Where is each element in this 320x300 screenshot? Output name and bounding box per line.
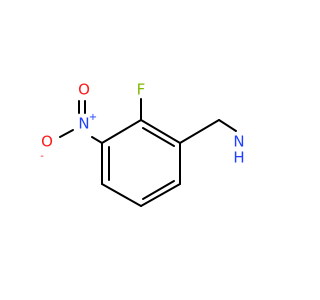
benzene-ring — [101, 119, 181, 207]
atom-amine-n: N — [233, 133, 244, 151]
bond-ring-ch2 — [179, 119, 220, 144]
structure-diagram: F N + O O - N H — [40, 81, 245, 207]
atom-nitro-n: N — [78, 115, 89, 133]
bond-ch2-n — [218, 119, 237, 132]
bond-ring-double-c1-c2 — [142, 127, 175, 147]
bond-c-nitro — [91, 136, 103, 144]
bond-ring-c4-c5 — [101, 183, 142, 207]
atom-nitro-o-top: O — [78, 81, 90, 99]
bond-ring-c3-c4 — [140, 183, 181, 207]
bond-ring-c1-c2 — [140, 119, 181, 144]
bond-ring-double-c3-c4 — [142, 180, 175, 200]
charge-nitro-o-left: - — [40, 151, 44, 162]
charge-nitro-n: + — [89, 112, 97, 123]
bond-ring-c6-c1 — [101, 119, 142, 144]
atom-amine-h: H — [233, 149, 244, 167]
bond-nitro-n-o-left — [59, 129, 74, 138]
atom-fluorine: F — [137, 81, 146, 99]
atom-nitro-o-left: O — [41, 133, 53, 151]
